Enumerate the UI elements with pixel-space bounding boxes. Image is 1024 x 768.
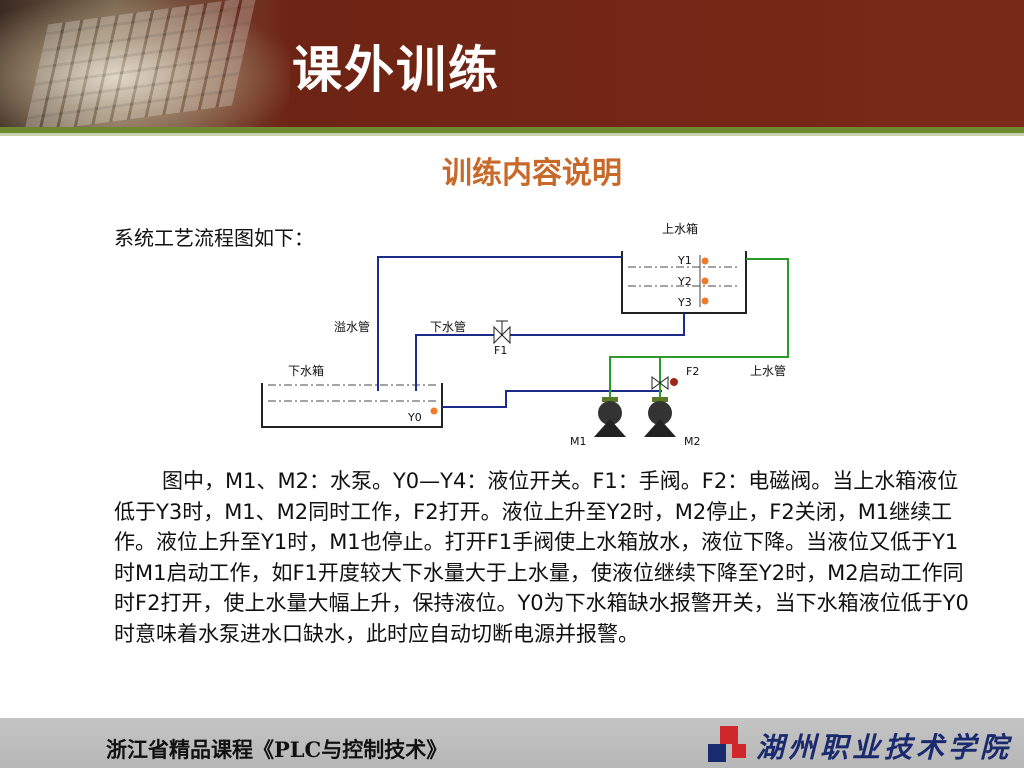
pump-m1-icon	[594, 397, 626, 437]
header-stripe	[0, 127, 1024, 133]
course-name: 浙江省精品课程《PLC与控制技术》	[106, 737, 448, 762]
y1-switch-icon	[701, 257, 709, 265]
description-paragraph: 图中，M1、M2：水泵。Y0—Y4：液位开关。F1：手阀。F2：电磁阀。当上水箱…	[114, 469, 969, 646]
supply-pipe-label: 上水管	[750, 363, 786, 378]
drain-pipe	[415, 313, 685, 391]
m2-label: M2	[684, 435, 701, 448]
m1-label: M1	[570, 435, 587, 448]
f2-label: F2	[686, 365, 699, 378]
y3-label: Y3	[677, 296, 692, 309]
process-flow-diagram: 上水箱 Y1 Y2 Y3 下水箱 Y0 溢水管 下水管 F1 上水管 F2	[261, 221, 789, 448]
slide-title: 课外训练	[292, 41, 500, 99]
overflow-pipe	[377, 256, 622, 391]
suction-pipe	[442, 390, 662, 408]
header-stripe-light	[0, 133, 1024, 136]
y2-switch-icon	[701, 277, 709, 285]
y0-label: Y0	[407, 411, 422, 424]
footer-bar	[0, 718, 1024, 768]
y2-label: Y2	[677, 275, 692, 288]
overflow-pipe-label: 溢水管	[334, 319, 370, 334]
header-banner	[0, 0, 1024, 127]
y0-switch-icon	[430, 407, 438, 415]
f1-label: F1	[494, 344, 507, 357]
lower-tank: 下水箱 Y0	[261, 363, 443, 428]
upper-tank: 上水箱 Y1 Y2 Y3	[621, 221, 747, 314]
f2-valve-icon	[651, 376, 678, 390]
upper-tank-label: 上水箱	[662, 221, 698, 236]
y3-switch-icon	[701, 297, 709, 305]
f1-valve-icon	[493, 320, 511, 345]
supply-pipe	[609, 258, 789, 399]
section-subtitle: 训练内容说明	[442, 156, 622, 191]
school-name: 湖州职业技术学院	[756, 731, 1013, 764]
drain-pipe-label: 下水管	[430, 319, 466, 334]
intro-text: 系统工艺流程图如下：	[114, 226, 314, 250]
school-logo-icon	[708, 726, 746, 762]
pump-m2-icon	[644, 397, 676, 437]
keyboard-photo	[0, 0, 290, 127]
y1-label: Y1	[677, 254, 692, 267]
lower-tank-label: 下水箱	[288, 363, 324, 378]
